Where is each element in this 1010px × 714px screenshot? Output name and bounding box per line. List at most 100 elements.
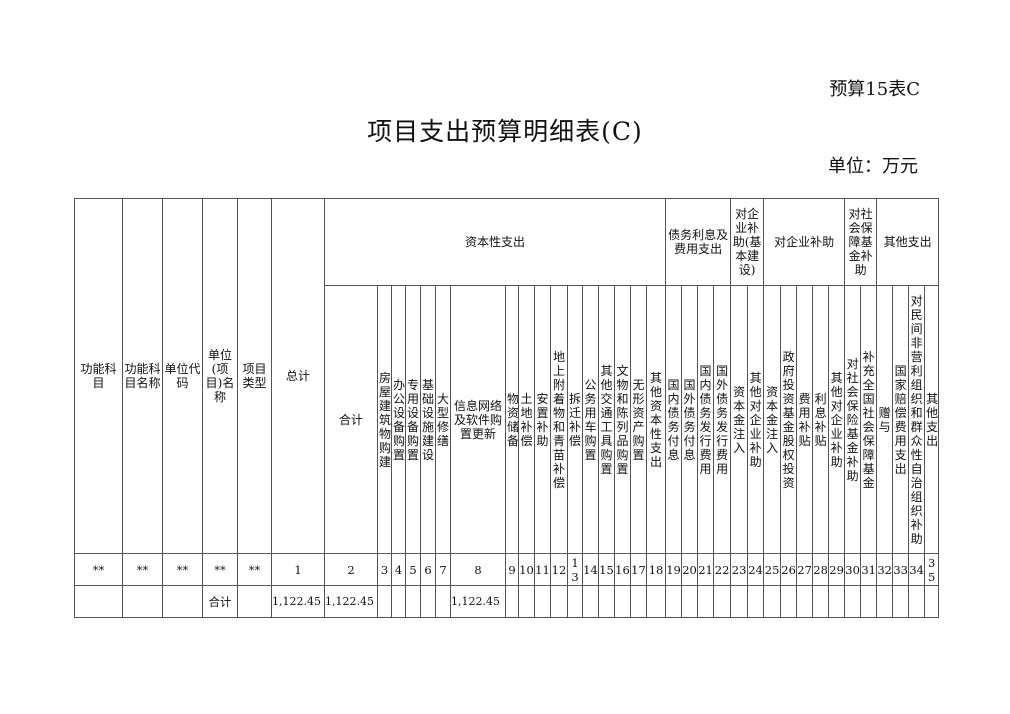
index-cell: 19 (665, 553, 683, 586)
total-cell (763, 585, 782, 618)
total-cell (518, 585, 535, 618)
column-header: 国外债务发行费用 (713, 285, 732, 554)
index-cell: 16 (614, 553, 631, 586)
index-cell: 1 (271, 553, 325, 586)
unit-label: 单位：万元 (828, 156, 918, 177)
index-cell: ** (162, 553, 203, 586)
total-cell (908, 585, 926, 618)
index-cell: 7 (435, 553, 451, 586)
column-header: 其他交通工具购置 (598, 285, 615, 554)
index-cell: 27 (796, 553, 814, 586)
total-cell (892, 585, 910, 618)
total-cell (645, 585, 667, 618)
group-header: 对企业补助 (763, 198, 846, 286)
column-header: 国外债务付息 (681, 285, 699, 554)
column-header: 地上附着物和青苗补偿 (550, 285, 568, 554)
index-cell: 21 (697, 553, 715, 586)
index-cell: 10 (518, 553, 535, 586)
column-header: 基础设施建设 (420, 285, 436, 554)
total-cell (681, 585, 699, 618)
index-cell: 4 (391, 553, 406, 586)
column-header: 文物和陈列品购置 (614, 285, 631, 554)
group-header: 债务利息及费用支出 (665, 198, 732, 286)
index-cell: 18 (645, 553, 667, 586)
column-header: 对社会保险基金补助 (844, 285, 862, 554)
index-cell: 32 (876, 553, 894, 586)
index-cell: 9 (505, 553, 519, 586)
total-cell (747, 585, 765, 618)
column-header: 补充全国社会保障基金 (860, 285, 878, 554)
index-cell: 31 (860, 553, 878, 586)
index-cell: 6 (420, 553, 436, 586)
column-header: 土地补偿 (518, 285, 535, 554)
total-cell (435, 585, 451, 618)
total-cell (567, 585, 583, 618)
total-cell (713, 585, 732, 618)
page-title: 项目支出预算明细表(C) (367, 117, 643, 146)
column-header: 其他资本性支出 (645, 285, 667, 554)
index-cell: 15 (598, 553, 615, 586)
column-header: 对民间非营利组织和群众性自治组织补助 (908, 285, 926, 554)
index-cell: 26 (780, 553, 798, 586)
total-cell (876, 585, 894, 618)
column-header: 赠与 (876, 285, 894, 554)
index-cell: 35 (924, 553, 940, 586)
column-header: 单位(项目)名称 (202, 198, 238, 554)
header-row-groups: 功能科目功能科目名称单位代码单位(项目)名称项目类型总计资本性支出债务利息及费用… (74, 198, 940, 554)
total-cell (550, 585, 568, 618)
column-header: 大型修缮 (435, 285, 451, 554)
total-cell (812, 585, 830, 618)
index-cell: 13 (567, 553, 583, 586)
total-cell (614, 585, 631, 618)
index-cell: 17 (630, 553, 647, 586)
total-cell (122, 585, 163, 618)
column-header: 其他对企业补助 (747, 285, 765, 554)
total-cell (924, 585, 940, 618)
index-cell: 29 (828, 553, 846, 586)
column-header: 专用设备购置 (405, 285, 421, 554)
total-cell: 合计 (202, 585, 238, 618)
total-cell (420, 585, 436, 618)
total-cell (598, 585, 615, 618)
index-cell: ** (237, 553, 272, 586)
index-cell: 34 (908, 553, 926, 586)
index-cell: 33 (892, 553, 910, 586)
total-cell (505, 585, 519, 618)
total-cell (162, 585, 203, 618)
column-header: 国家赔偿费用支出 (892, 285, 910, 554)
column-header: 无形资产购置 (630, 285, 647, 554)
index-cell: ** (122, 553, 163, 586)
total-cell (630, 585, 647, 618)
total-cell (582, 585, 599, 618)
index-cell: 25 (763, 553, 782, 586)
column-header: 国内债务付息 (665, 285, 683, 554)
header-row-columns: 合计房屋建筑物购建办公设备购置专用设备购置基础设施建设大型修缮信息网络及软件购置… (75, 285, 940, 554)
total-cell (237, 585, 272, 618)
column-header: 办公设备购置 (391, 285, 406, 554)
column-header: 单位代码 (162, 198, 203, 554)
column-header: 项目类型 (237, 198, 272, 554)
column-header: 物资储备 (505, 285, 519, 554)
column-header: 费用补贴 (796, 285, 814, 554)
column-header: 其他对企业补助 (828, 285, 846, 554)
index-cell: 11 (534, 553, 551, 586)
total-cell (828, 585, 846, 618)
index-cell: 24 (747, 553, 765, 586)
index-cell: 23 (730, 553, 749, 586)
column-header: 其他支出 (924, 285, 940, 554)
total-cell: 1,122.45 (450, 585, 506, 618)
index-cell: 14 (582, 553, 599, 586)
total-cell (697, 585, 715, 618)
total-cell (844, 585, 862, 618)
budget-detail-table: 功能科目功能科目名称单位代码单位(项目)名称项目类型总计资本性支出债务利息及费用… (74, 198, 940, 618)
index-cell: 5 (405, 553, 421, 586)
column-header: 功能科目 (74, 198, 123, 554)
column-header: 拆迁补偿 (567, 285, 583, 554)
group-header: 对企业补助(基本建设) (730, 198, 765, 286)
total-cell (391, 585, 406, 618)
total-cell (377, 585, 392, 618)
index-cell: 2 (324, 553, 378, 586)
group-header: 对社会保障基金补助 (844, 198, 878, 286)
group-header: 其他支出 (876, 198, 940, 286)
column-header: 利息补贴 (812, 285, 830, 554)
